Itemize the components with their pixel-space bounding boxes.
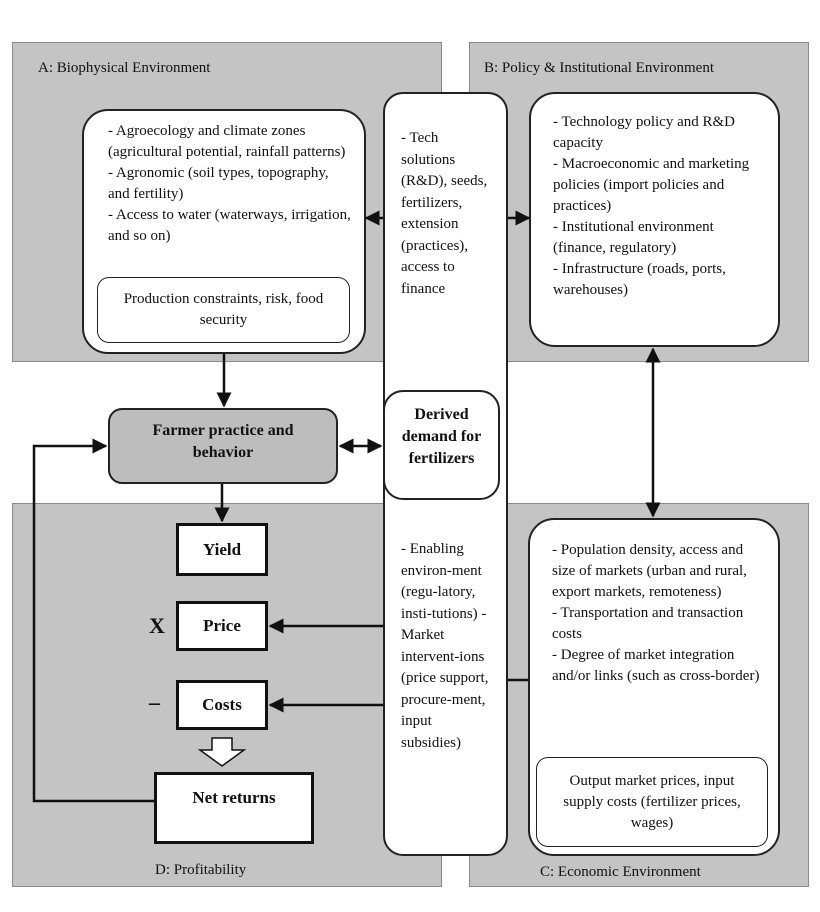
profitability-title: D: Profitability: [155, 862, 247, 878]
derived-demand-box: Derived demand for fertilizers: [383, 390, 500, 500]
biophysical-title: A: Biophysical Environment: [38, 60, 211, 76]
down-arrow-to-net-returns: [197, 737, 247, 767]
multiply-symbol: X: [149, 613, 165, 638]
production-constraints-box: Production constraints, risk, food secur…: [97, 277, 350, 343]
net-returns-box: Net returns: [154, 772, 314, 844]
yield-box: Yield: [176, 523, 268, 576]
policy-factor: - Macroeconomic and marketing policies (…: [553, 156, 750, 214]
economic-factor: - Transportation and transaction costs: [552, 605, 744, 642]
price-box: Price: [176, 601, 268, 651]
biophysical-factor: - Agronomic (soil types, topography, and…: [108, 165, 329, 202]
policy-factors-box: - Technology policy and R&D capacity - M…: [529, 92, 780, 347]
policy-factor: - Institutional environment (finance, re…: [553, 219, 714, 256]
enabling-environment-text: - Enabling environ-ment (regu-latory, in…: [401, 541, 489, 751]
farmer-practice-box: Farmer practice and behavior: [108, 408, 338, 484]
economic-factor: - Degree of market integration and/or li…: [552, 647, 760, 684]
economic-factor: - Population density, access and size of…: [552, 542, 747, 600]
policy-factor: - Infrastructure (roads, ports, warehous…: [553, 261, 726, 298]
arrow-feedback-loop: [32, 438, 154, 803]
biophysical-factor: - Access to water (waterways, irrigation…: [108, 207, 351, 244]
costs-box: Costs: [176, 680, 268, 730]
tech-solutions-text: - Tech solutions (R&D), seeds, fertilize…: [401, 130, 488, 297]
biophysical-factor: - Agroecology and climate zones (agricul…: [108, 123, 346, 160]
economic-title: C: Economic Environment: [540, 864, 701, 880]
policy-title: B: Policy & Institutional Environment: [484, 60, 714, 76]
market-prices-box: Output market prices, input supply costs…: [536, 757, 768, 847]
policy-factor: - Technology policy and R&D capacity: [553, 114, 735, 151]
minus-symbol: _: [149, 682, 160, 707]
